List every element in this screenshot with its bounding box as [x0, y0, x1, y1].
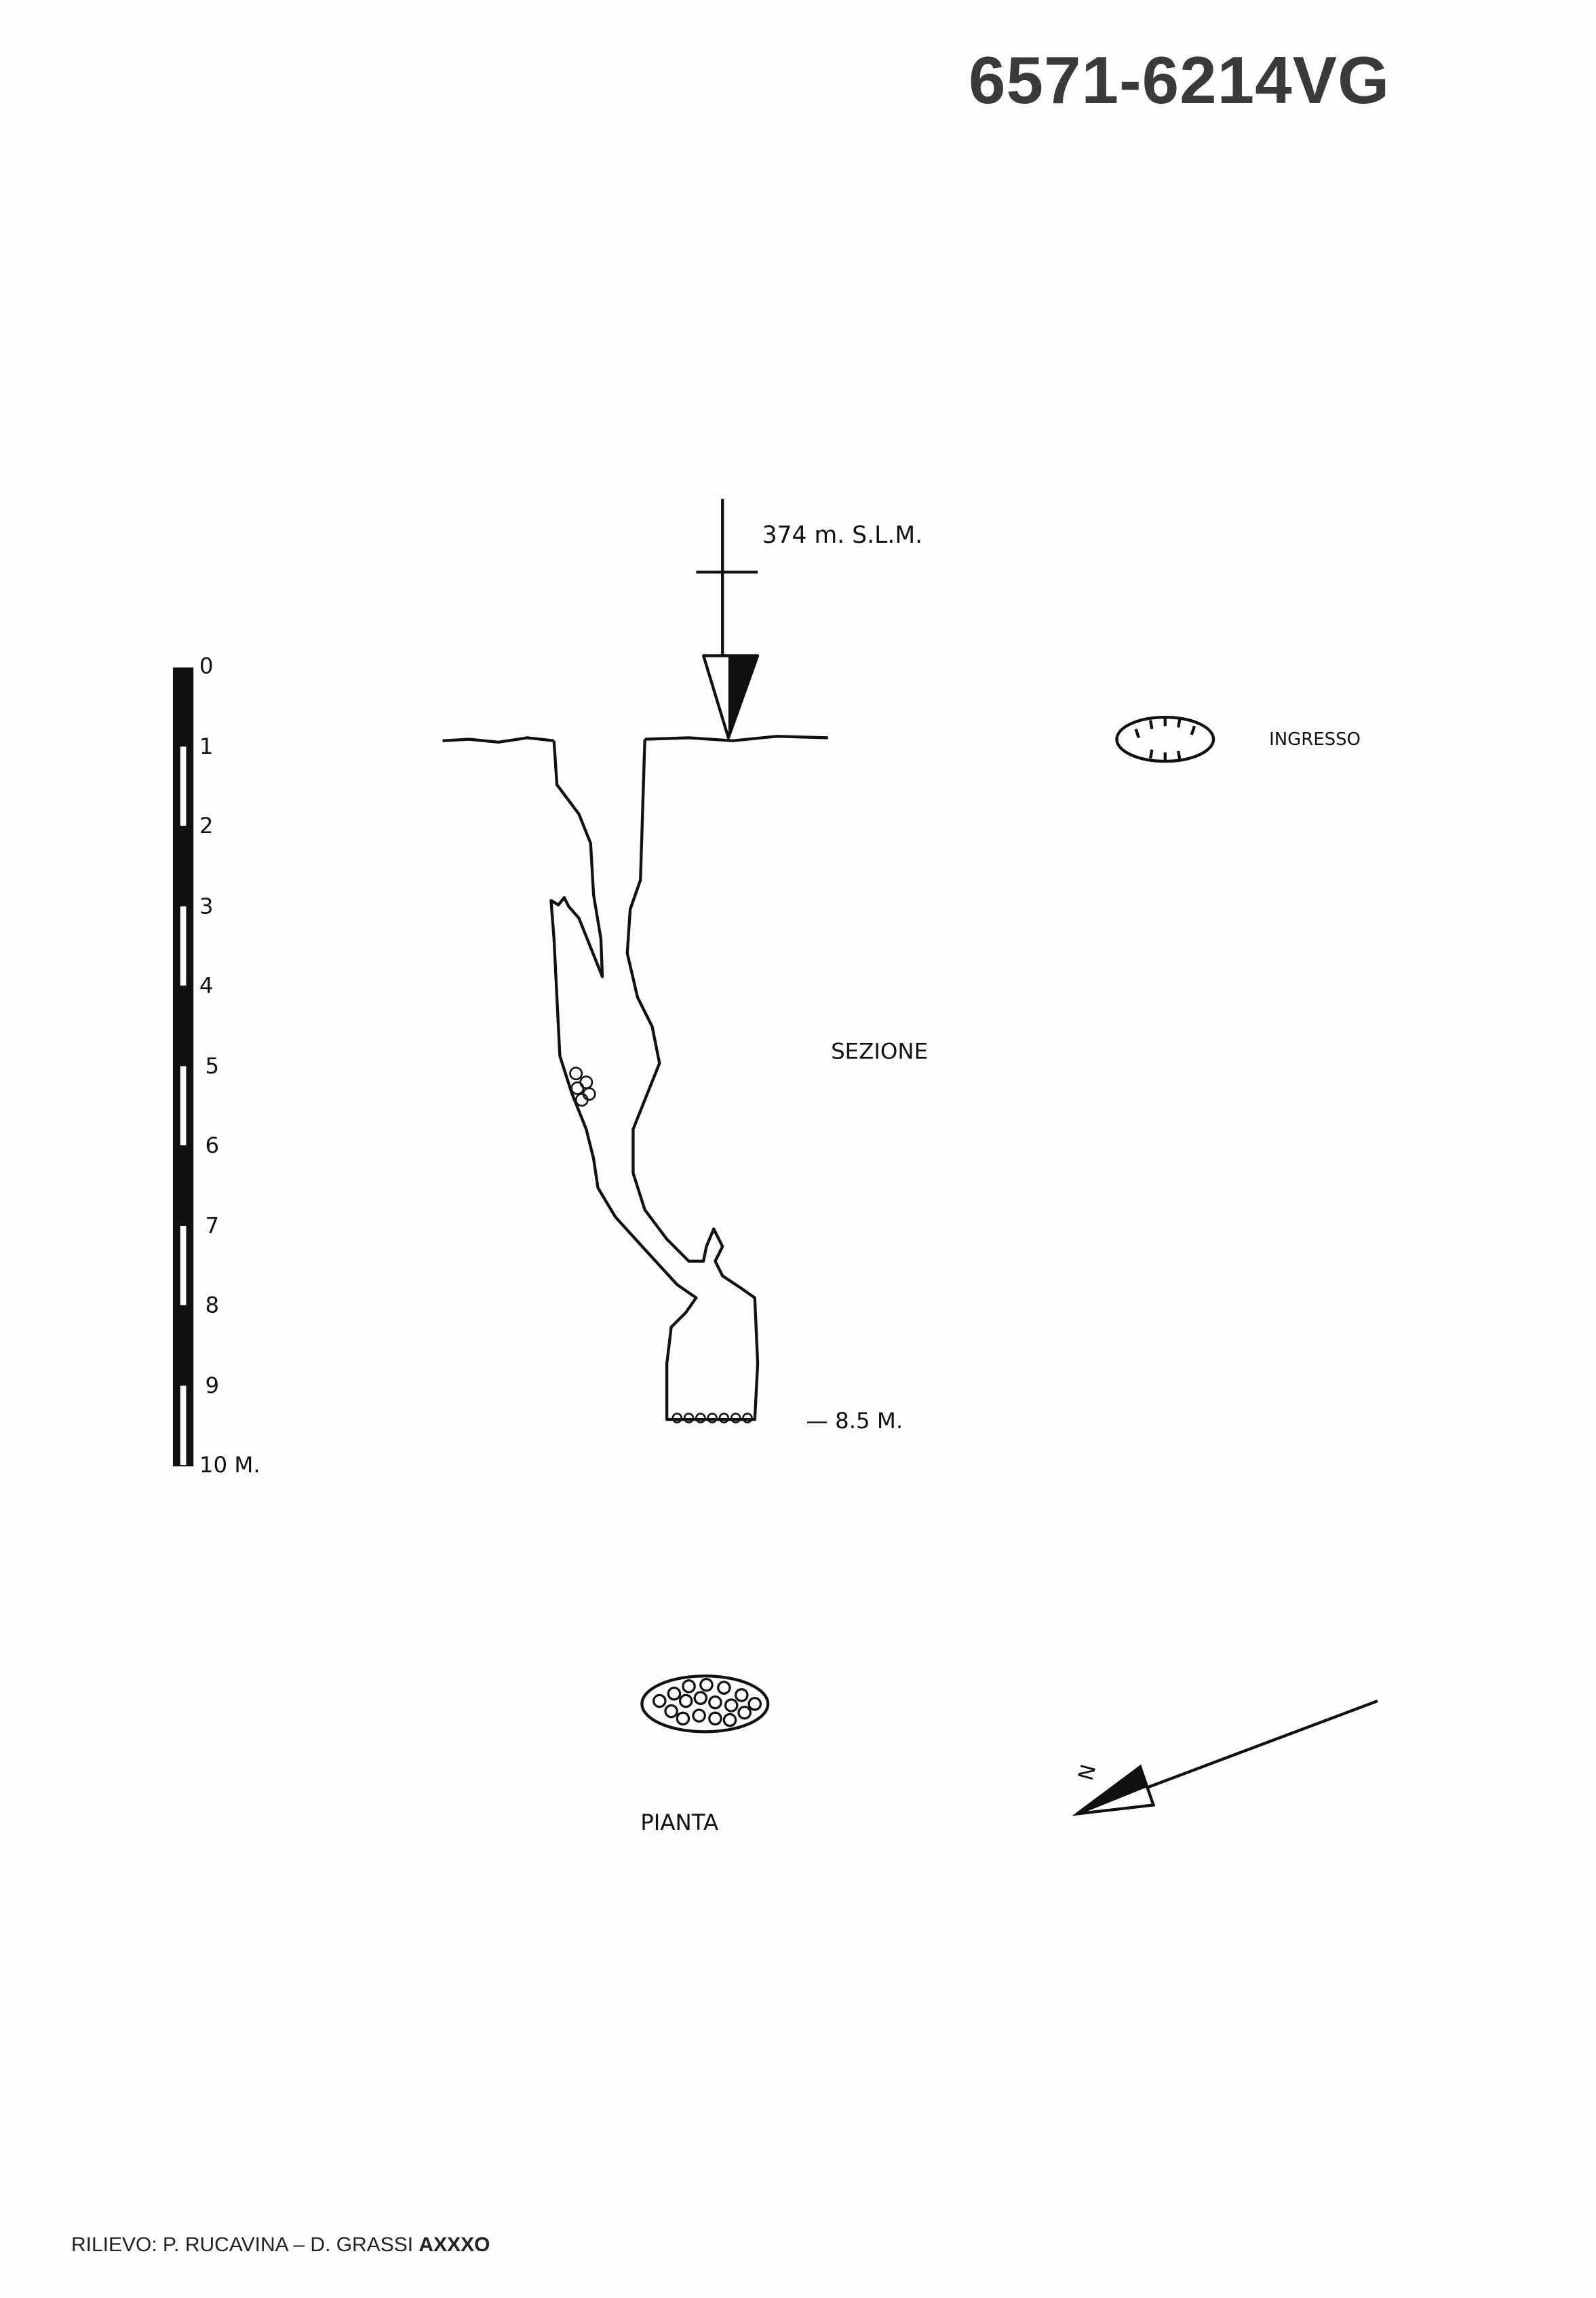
scale-label: 1 [199, 733, 214, 759]
scale-label: 0 [199, 653, 214, 678]
scale-label: 5 [205, 1053, 219, 1079]
scale-label: 3 [199, 894, 214, 919]
scale-label: 10 M. [199, 1452, 260, 1478]
entrance-symbol [1115, 716, 1215, 763]
plan-title: PIANTA [640, 1809, 718, 1835]
survey-credit-text: RILIEVO: P. RUCAVINA – D. GRASSI [71, 2234, 414, 2256]
scale-label: 6 [205, 1132, 219, 1158]
entrance-label: INGRESSO [1269, 729, 1361, 750]
survey-credit: RILIEVO: P. RUCAVINA – D. GRASSI AXXXO [71, 2234, 490, 2257]
scale-label: 4 [199, 972, 214, 998]
north-label: N [1074, 1762, 1102, 1783]
north-arrow-icon [1072, 1699, 1378, 1816]
plan-outline [640, 1674, 770, 1734]
cave-section-outline [549, 739, 760, 1421]
scale-label: 8 [205, 1292, 219, 1318]
rubble-fill [569, 1067, 753, 1423]
ground-line [442, 735, 828, 744]
section-title: SEZIONE [831, 1039, 928, 1065]
scale-bar [172, 667, 194, 1467]
altitude-label: 374 m. S.L.M. [762, 522, 923, 549]
survey-credit-suffix: AXXXO [419, 2234, 490, 2256]
scale-label: 7 [205, 1213, 219, 1239]
scale-label: 9 [205, 1373, 219, 1398]
depth-label: — 8.5 M. [806, 1408, 903, 1434]
scale-label: 2 [199, 813, 214, 839]
cave-code-title: 6571-6214VG [969, 43, 1390, 117]
